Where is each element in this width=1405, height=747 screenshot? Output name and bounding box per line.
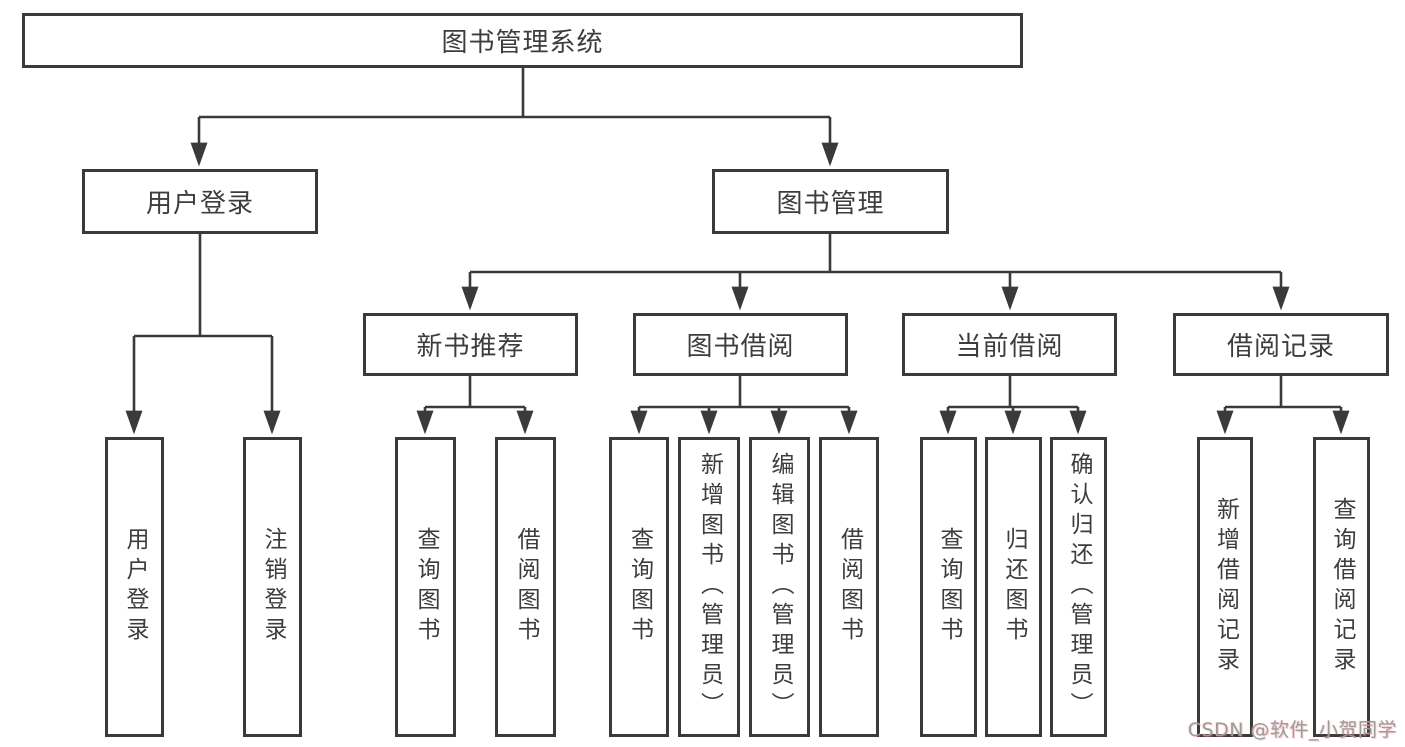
leaf-borrow-books-recommend-label: 借阅图书 [513, 527, 539, 647]
leaf-borrow-books-recommend: 借阅图书 [495, 437, 556, 737]
leaf-query-books-recommend: 查询图书 [395, 437, 456, 737]
node-book-management: 图书管理 [712, 169, 949, 234]
leaf-return-books: 归还图书 [985, 437, 1042, 737]
leaf-add-books-admin-label: 新增图书（管理员） [696, 452, 723, 722]
leaf-query-borrow-record-label: 查询借阅记录 [1329, 497, 1355, 677]
node-user-login: 用户登录 [82, 169, 318, 234]
leaf-add-books-admin: 新增图书（管理员） [678, 437, 740, 737]
node-new-book-recommend-label: 新书推荐 [416, 332, 525, 362]
node-borrowing-records-label: 借阅记录 [1226, 332, 1335, 362]
csdn-watermark: CSDN @软件_小贺同学 [1187, 719, 1397, 741]
node-user-login-label: 用户登录 [145, 189, 254, 219]
leaf-borrow-books: 借阅图书 [819, 437, 879, 737]
leaf-edit-books-admin: 编辑图书（管理员） [749, 437, 810, 737]
node-current-borrowing: 当前借阅 [902, 313, 1117, 376]
node-root-system-label: 图书管理系统 [441, 28, 604, 58]
node-new-book-recommend: 新书推荐 [363, 313, 578, 376]
leaf-logout: 注销登录 [243, 437, 302, 737]
leaf-add-borrow-record-label: 新增借阅记录 [1212, 497, 1239, 677]
leaf-query-books-borrow: 查询图书 [609, 437, 669, 737]
leaf-confirm-return-admin: 确认归还（管理员） [1050, 437, 1107, 737]
node-current-borrowing-label: 当前借阅 [955, 332, 1064, 362]
leaf-user-login: 用户登录 [105, 437, 164, 737]
leaf-logout-label: 注销登录 [260, 527, 286, 647]
node-book-management-label: 图书管理 [776, 189, 885, 219]
leaf-borrow-books-label: 借阅图书 [836, 527, 863, 647]
leaf-query-books-current: 查询图书 [920, 437, 977, 737]
leaf-query-books-current-label: 查询图书 [936, 527, 962, 647]
leaf-edit-books-admin-label: 编辑图书（管理员） [767, 452, 793, 722]
leaf-add-borrow-record: 新增借阅记录 [1197, 437, 1253, 737]
node-root-system: 图书管理系统 [22, 13, 1023, 68]
leaf-return-books-label: 归还图书 [1001, 527, 1027, 647]
node-borrowing-records: 借阅记录 [1173, 313, 1389, 376]
leaf-user-login-label: 用户登录 [122, 527, 148, 647]
leaf-query-borrow-record: 查询借阅记录 [1313, 437, 1370, 737]
node-book-borrowing-label: 图书借阅 [686, 332, 795, 362]
node-book-borrowing: 图书借阅 [633, 313, 848, 376]
leaf-confirm-return-admin-label: 确认归还（管理员） [1066, 452, 1092, 722]
leaf-query-books-recommend-label: 查询图书 [413, 527, 439, 647]
leaf-query-books-borrow-label: 查询图书 [626, 527, 653, 647]
